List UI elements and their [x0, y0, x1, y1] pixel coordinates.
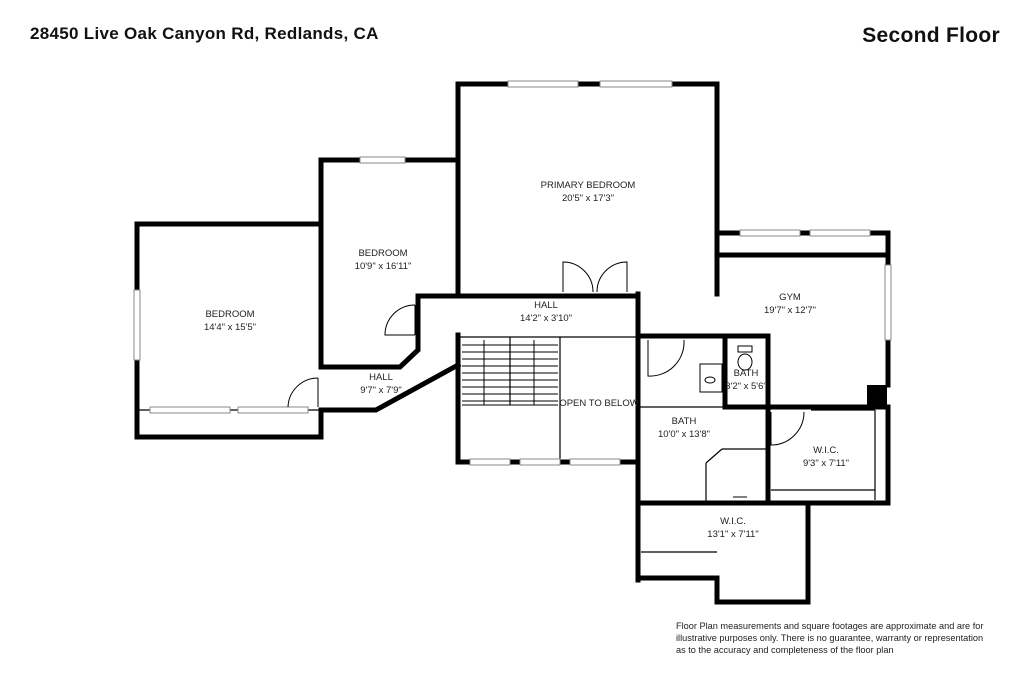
room-label-primary-bedroom: PRIMARY BEDROOM: [540, 180, 636, 191]
room-label-bedroom-middle: BEDROOM: [358, 248, 408, 259]
door-bath-main: [647, 339, 685, 377]
door-bedroom-middle: [384, 304, 416, 336]
room-dim-bedroom-left: 14'4" x 15'5": [203, 322, 257, 333]
room-label-open-to-below: OPEN TO BELOW: [559, 398, 639, 409]
thin-partitions: [135, 336, 876, 553]
room-dim-wic-bottom: 13'1" x 7'11": [707, 529, 759, 540]
room-label-wic-right: W.I.C.: [813, 445, 839, 456]
floor-plan-disclaimer: Floor Plan measurements and square foota…: [676, 620, 1006, 656]
room-label-bath-small: BATH: [733, 368, 759, 379]
room-label-wic-bottom: W.I.C.: [720, 516, 746, 527]
door-bedroom-left: [287, 377, 319, 408]
room-label-bedroom-left: BEDROOM: [205, 309, 255, 320]
stairs: [462, 340, 558, 406]
floor-title: Second Floor: [862, 24, 1000, 47]
room-dim-wic-right: 9'3" x 7'11": [802, 458, 850, 469]
doors: [287, 261, 805, 446]
room-dim-primary-bedroom: 20'5" x 17'3": [561, 193, 615, 204]
pillar: [867, 385, 887, 407]
wall-bath-main: [635, 404, 807, 506]
room-label-gym: GYM: [779, 292, 801, 303]
door-wic-right: [770, 411, 805, 446]
disclaimer-line: Floor Plan measurements and square foota…: [676, 621, 984, 631]
fixtures: [699, 345, 753, 498]
room-label-hall-small: HALL: [369, 372, 393, 383]
room-dim-bedroom-middle: 10'9" x 16'11": [354, 261, 412, 272]
room-dim-bath-small: 3'2" x 5'6": [725, 381, 767, 392]
room-dim-gym: 19'7" x 12'7": [763, 305, 817, 316]
wall-bedroom-middle: [318, 157, 461, 370]
disclaimer-line: as to the accuracy and completeness of t…: [676, 645, 894, 655]
room-dim-bath-main: 10'0" x 13'8": [657, 429, 711, 440]
room-dim-hall-small: 9'7" x 7'9": [360, 385, 402, 396]
disclaimer-line: illustrative purposes only. There is no …: [676, 633, 984, 643]
door-primary-left: [562, 261, 594, 293]
room-dim-hall-corridor: 14'2" x 3'10": [519, 313, 573, 324]
walls: [134, 81, 891, 605]
property-address: 28450 Live Oak Canyon Rd, Redlands, CA: [30, 24, 379, 43]
room-label-hall-corridor: HALL: [534, 300, 558, 311]
wall-bedroom-left: [134, 221, 324, 440]
wall-wic-bottom: [635, 500, 811, 605]
room-label-bath-main: BATH: [671, 416, 697, 427]
windows: [133, 80, 892, 466]
wall-hall-small: [318, 361, 462, 413]
door-primary-right: [596, 261, 628, 293]
